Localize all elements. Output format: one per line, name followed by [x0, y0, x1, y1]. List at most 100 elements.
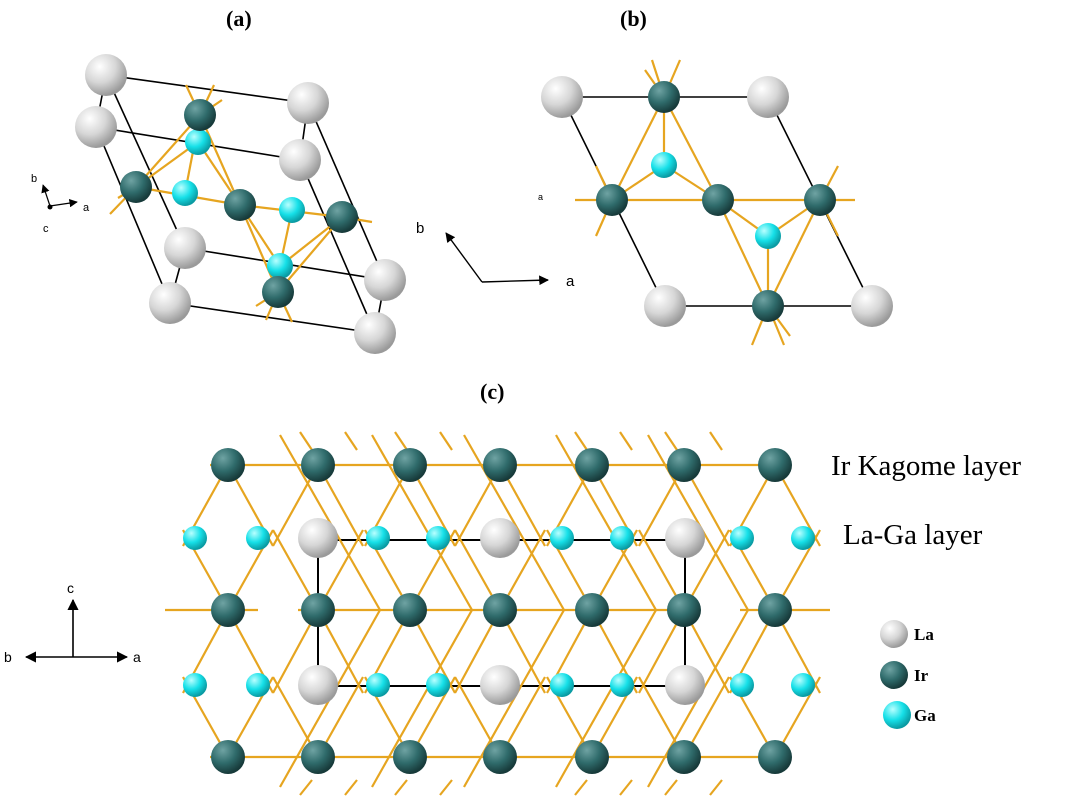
- ir-atom: [483, 448, 517, 482]
- la-atom: [541, 76, 583, 118]
- la-atom: [298, 665, 338, 705]
- ga-atom: [426, 673, 450, 697]
- ga-atom: [550, 673, 574, 697]
- bond: [574, 779, 588, 796]
- ir-atom: [224, 189, 256, 221]
- bond: [394, 431, 408, 451]
- panel-b-label: (b): [620, 6, 647, 31]
- ir-atom: [211, 740, 245, 774]
- ir-atom: [667, 593, 701, 627]
- ir-atom: [262, 276, 294, 308]
- bond: [555, 434, 657, 611]
- ir-atom: [326, 201, 358, 233]
- la-atom: [298, 518, 338, 558]
- bond: [299, 779, 313, 796]
- bond: [647, 434, 749, 611]
- bond: [463, 434, 565, 611]
- ga-atom: [651, 152, 677, 178]
- panel-b: (b) a: [416, 6, 893, 346]
- legend: La Ir Ga: [880, 620, 936, 729]
- bond: [709, 431, 723, 451]
- la-atom: [480, 665, 520, 705]
- panel-a-axis-a: a: [83, 202, 90, 214]
- ir-atom: [393, 740, 427, 774]
- legend-label-ga: Ga: [914, 706, 936, 725]
- panel-b-axis-triad: b a: [416, 220, 575, 290]
- ir-atom: [575, 448, 609, 482]
- ga-atom: [610, 526, 634, 550]
- ir-atom: [301, 448, 335, 482]
- panel-c: (c) Ir Kagome layer La-Ga layer c b a La…: [4, 379, 1021, 796]
- bond: [299, 431, 313, 451]
- ga-atom: [426, 526, 450, 550]
- ir-atom: [667, 740, 701, 774]
- ga-atom: [183, 673, 207, 697]
- bond: [344, 779, 358, 796]
- panel-b-axis-b: b: [416, 220, 424, 237]
- legend-swatch-ir: [880, 661, 908, 689]
- la-atom: [287, 82, 329, 124]
- bond: [709, 779, 723, 796]
- panel-c-label: (c): [480, 379, 504, 404]
- bond: [574, 431, 588, 451]
- bond: [439, 431, 453, 451]
- ir-atom: [758, 740, 792, 774]
- ir-atom: [667, 448, 701, 482]
- ir-atom: [575, 593, 609, 627]
- bond: [394, 779, 408, 796]
- la-atom: [364, 259, 406, 301]
- panel-b-stray-label: a: [538, 192, 543, 202]
- la-atom: [665, 518, 705, 558]
- ga-atom: [246, 526, 270, 550]
- ir-atom: [211, 448, 245, 482]
- legend-label-ir: Ir: [914, 666, 929, 685]
- ir-atom: [211, 593, 245, 627]
- ga-atom: [366, 526, 390, 550]
- ga-atom: [246, 673, 270, 697]
- ga-atom: [183, 526, 207, 550]
- ir-atom: [301, 740, 335, 774]
- panel-b-axis-a: a: [566, 273, 575, 290]
- ga-atom: [730, 526, 754, 550]
- bond: [371, 434, 473, 611]
- panel-c-axis-a: a: [133, 649, 141, 665]
- ir-atom: [301, 593, 335, 627]
- panel-c-axis-c: c: [67, 580, 74, 596]
- ir-atom: [483, 740, 517, 774]
- ga-atom: [791, 526, 815, 550]
- ga-atom: [279, 197, 305, 223]
- layer-label-ir-kagome: Ir Kagome layer: [831, 450, 1021, 482]
- la-atom: [644, 285, 686, 327]
- bond: [664, 431, 678, 451]
- la-atom: [851, 285, 893, 327]
- ir-atom: [758, 448, 792, 482]
- ga-atom: [267, 253, 293, 279]
- panel-c-axis-triad: c b a: [4, 580, 141, 665]
- bond: [344, 431, 358, 451]
- ir-atom: [393, 448, 427, 482]
- ga-atom: [755, 223, 781, 249]
- la-atom: [354, 312, 396, 354]
- ga-atom: [550, 526, 574, 550]
- la-atom: [75, 106, 117, 148]
- ga-atom: [730, 673, 754, 697]
- legend-swatch-ga: [883, 701, 911, 729]
- ir-atom: [483, 593, 517, 627]
- ir-atom: [120, 171, 152, 203]
- la-atom: [665, 665, 705, 705]
- la-atom: [149, 282, 191, 324]
- panel-b-atoms: [541, 76, 893, 327]
- ga-atom: [172, 180, 198, 206]
- panel-a: (a): [31, 6, 406, 354]
- ga-atom: [185, 129, 211, 155]
- legend-swatch-la: [880, 620, 908, 648]
- la-atom: [747, 76, 789, 118]
- panel-a-atoms: [75, 54, 406, 354]
- ir-atom: [393, 593, 427, 627]
- bond: [555, 609, 657, 788]
- bond: [619, 431, 633, 451]
- la-atom: [85, 54, 127, 96]
- ir-atom: [596, 184, 628, 216]
- legend-label-la: La: [914, 625, 934, 644]
